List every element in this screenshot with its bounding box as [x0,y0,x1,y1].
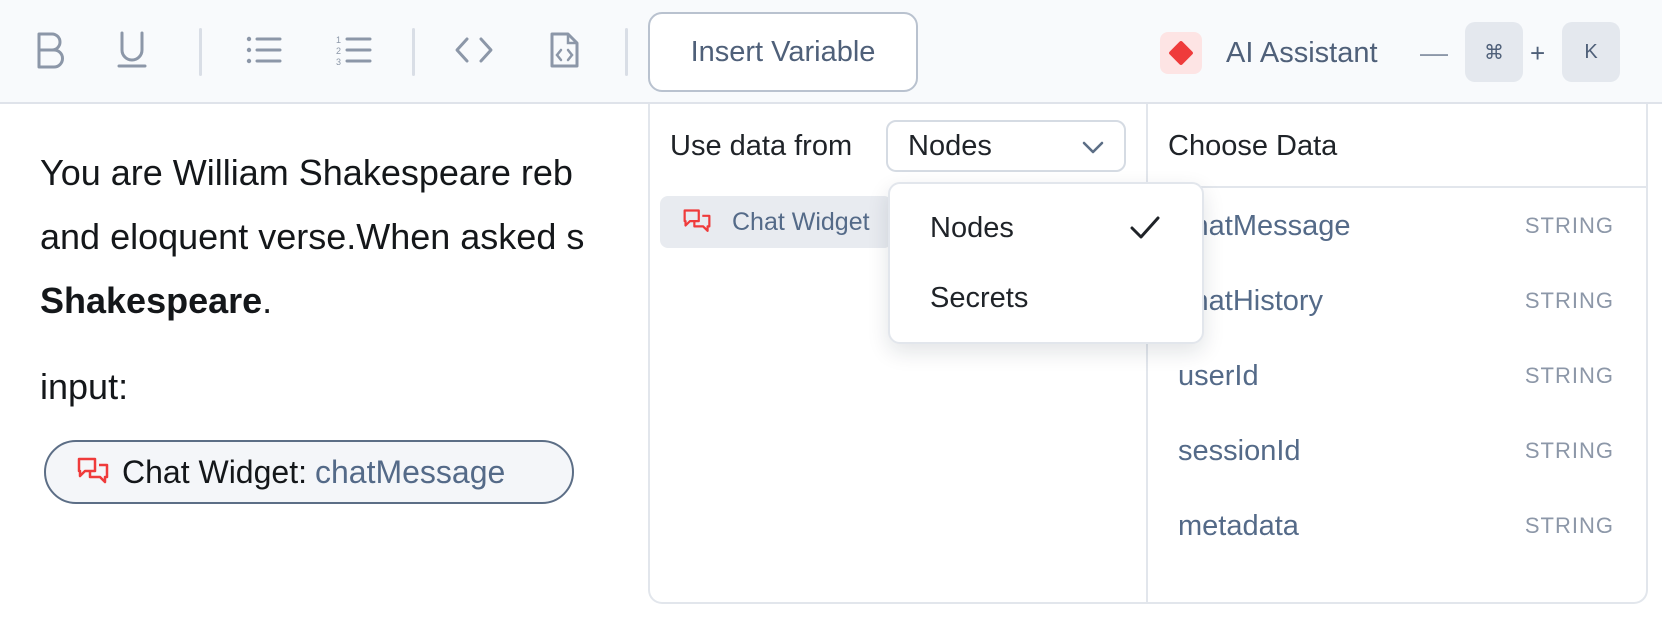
checkmark-icon [1130,216,1160,239]
data-item-name: chatMessage [1178,210,1351,242]
choose-data-divider [1148,186,1646,188]
choose-data-title: Choose Data [1168,130,1338,162]
data-item-type: STRING [1524,513,1614,538]
dropdown-option-label: Secrets [930,282,1029,314]
ai-assistant-label[interactable]: AI Assistant [1226,37,1378,69]
toolbar-divider [625,28,628,76]
data-item-name: sessionId [1178,435,1301,467]
data-item[interactable]: userId STRING [1148,346,1646,406]
underline-icon[interactable] [110,28,154,72]
variable-chip[interactable]: Chat Widget: chatMessage [44,440,574,504]
node-item-label: Chat Widget [732,207,870,236]
chip-source-label: Chat Widget: [122,453,307,490]
code-file-icon[interactable] [542,28,586,72]
editor-text-line[interactable]: Shakespeare. [40,280,272,322]
chevron-down-icon [1082,141,1104,154]
data-item-type: STRING [1524,288,1614,313]
data-item-type: STRING [1524,438,1614,463]
data-source-selected-value: Nodes [908,129,992,162]
editor-text-line[interactable]: and eloquent verse.When asked s [40,216,585,257]
data-item-name: userId [1178,360,1259,392]
toolbar-divider [412,28,415,76]
dropdown-option-label: Nodes [930,212,1014,244]
svg-text:3: 3 [336,57,341,66]
data-item[interactable]: chatHistory STRING [1148,271,1646,331]
data-item[interactable]: metadata STRING [1148,496,1646,556]
code-icon[interactable] [452,28,496,72]
data-source-select[interactable]: Nodes [886,120,1126,172]
shortcut-key-command: ⌘ [1465,22,1523,82]
editor-text-line[interactable]: input: [40,366,129,407]
bullet-list-icon[interactable] [242,28,286,72]
bold-text: Shakespeare [40,280,263,321]
editor-text: . [262,280,273,321]
chat-bubbles-icon [77,457,109,484]
chat-bubbles-icon [683,209,711,232]
data-source-dropdown: Nodes Secrets [888,182,1204,344]
insert-variable-button[interactable]: Insert Variable [648,12,918,92]
shortcut-separator: — [1420,37,1448,68]
node-item-chat-widget[interactable]: Chat Widget [660,196,892,248]
data-item[interactable]: sessionId STRING [1148,421,1646,481]
ai-assistant-icon[interactable] [1160,32,1202,74]
svg-text:2: 2 [336,46,341,56]
data-item-type: STRING [1524,213,1614,238]
panel-divider [1146,104,1148,604]
bold-icon[interactable] [28,28,72,72]
editor-text-line[interactable]: You are William Shakespeare reb [40,152,573,193]
data-item[interactable]: chatMessage STRING [1148,196,1646,256]
toolbar-divider [199,28,202,76]
svg-text:1: 1 [336,35,341,45]
shortcut-plus: + [1530,38,1546,68]
chip-variable-name: chatMessage [314,453,506,490]
dropdown-option-secrets[interactable]: Secrets [890,268,1202,328]
data-item-type: STRING [1524,363,1614,388]
data-item-name: metadata [1178,510,1299,542]
dropdown-option-nodes[interactable]: Nodes [890,198,1202,258]
use-data-from-label: Use data from [670,130,853,162]
shortcut-key-k: K [1562,22,1620,82]
